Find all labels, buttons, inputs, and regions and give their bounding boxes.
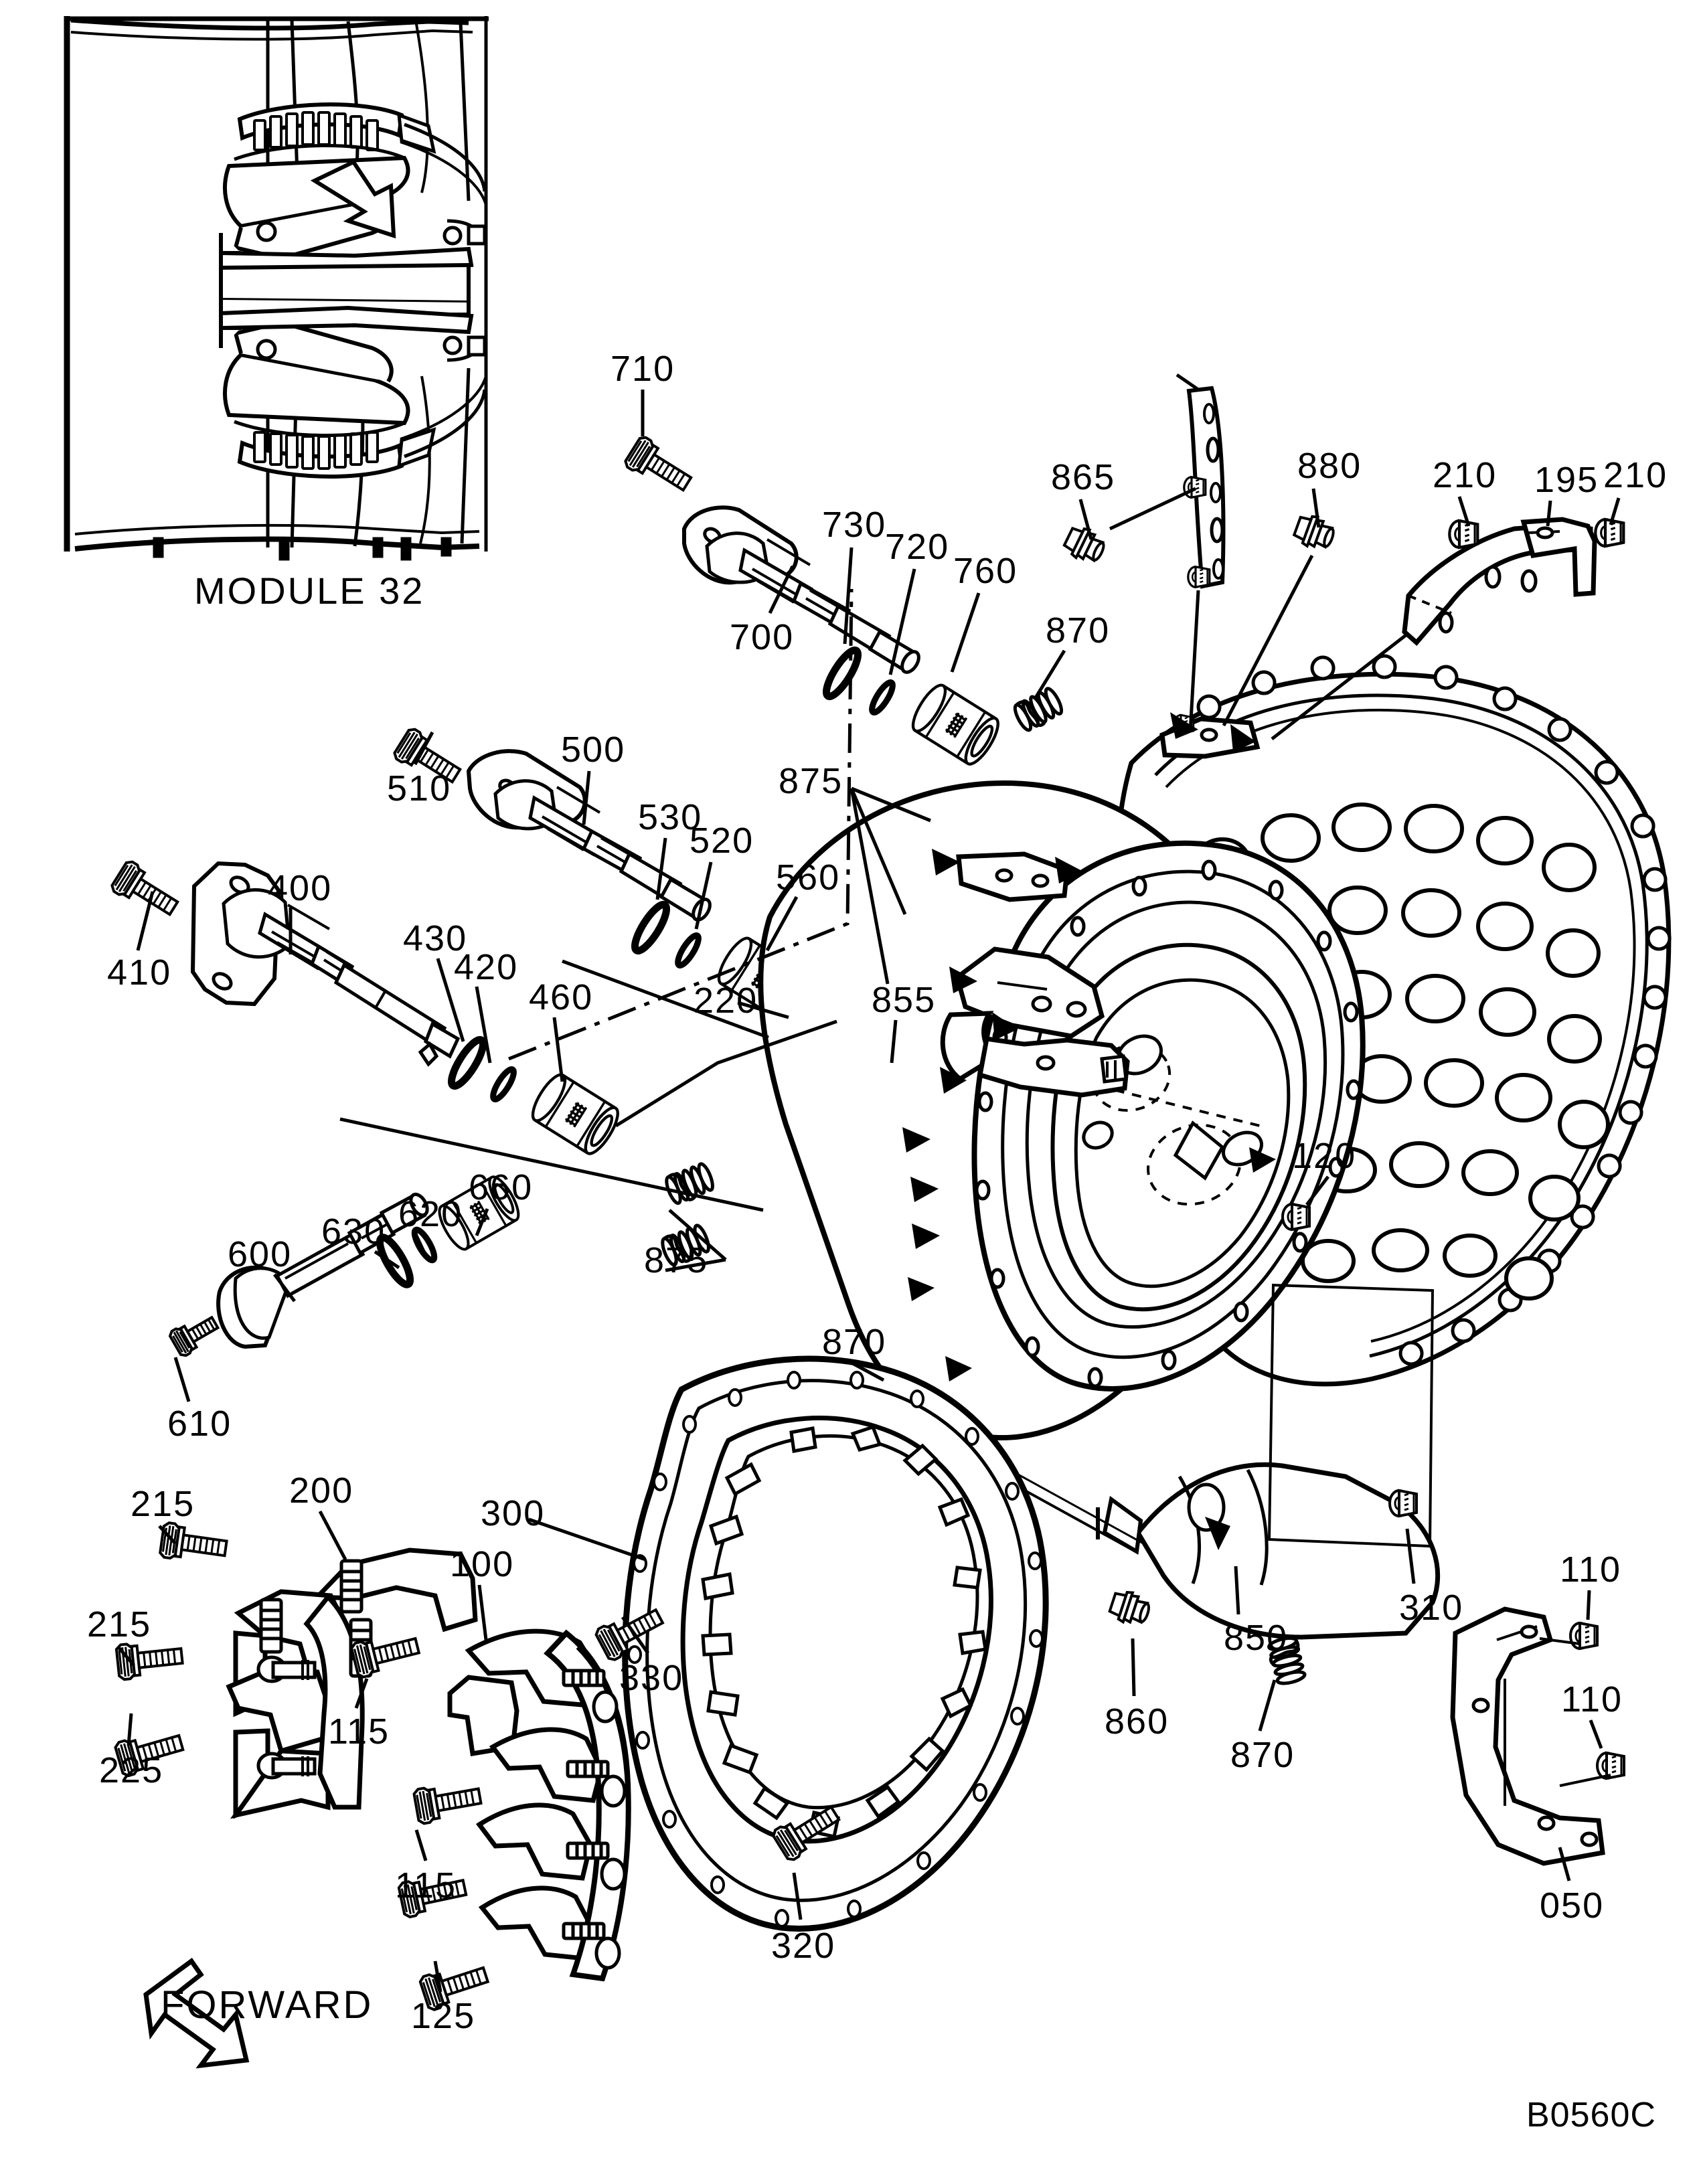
arrow-heads xyxy=(902,712,1276,1550)
forward-arrow-icon xyxy=(143,1958,250,2069)
callout-630: 630 xyxy=(321,1211,386,1252)
callout-460: 460 xyxy=(529,977,594,1017)
callout-855: 855 xyxy=(872,980,937,1020)
callout-320: 320 xyxy=(771,1926,836,1966)
callout-610: 610 xyxy=(167,1404,232,1444)
callout-560: 560 xyxy=(776,857,841,898)
callout-870-mid: 870 xyxy=(822,1322,887,1362)
callout-500: 500 xyxy=(561,730,626,770)
assembly-700 xyxy=(622,433,1003,768)
callout-300: 300 xyxy=(481,1493,546,1533)
callout-125: 125 xyxy=(411,1996,476,2036)
assembly-600 xyxy=(167,1173,524,1359)
callout-430: 430 xyxy=(403,918,468,958)
callout-200: 200 xyxy=(289,1471,354,1511)
forward-label: FORWARD xyxy=(161,1983,374,2027)
callout-700: 700 xyxy=(730,617,795,657)
callout-310: 310 xyxy=(1399,1588,1464,1628)
callout-215-lower: 215 xyxy=(87,1604,152,1645)
module-caption: MODULE 32 xyxy=(194,570,425,612)
callout-100: 100 xyxy=(450,1544,515,1584)
callout-210-upper-left: 210 xyxy=(1433,455,1498,495)
callout-520: 520 xyxy=(690,821,754,861)
callout-110-lower: 110 xyxy=(1561,1679,1623,1719)
callout-620: 620 xyxy=(398,1194,463,1234)
callout-530: 530 xyxy=(638,797,703,837)
assembly-500 xyxy=(391,725,809,1021)
assembly-400 xyxy=(108,857,623,1158)
callout-115-lower: 115 xyxy=(395,1865,457,1906)
callout-110-upper: 110 xyxy=(1560,1549,1622,1590)
callout-120: 120 xyxy=(1292,1136,1357,1176)
assembly-200 xyxy=(112,1521,478,1819)
leader-lines xyxy=(116,390,1621,1993)
callout-880: 880 xyxy=(1297,446,1362,486)
assembly-195-210 xyxy=(1402,517,1623,646)
callout-875-upper: 875 xyxy=(779,761,843,801)
callout-195: 195 xyxy=(1534,460,1599,500)
assembly-050-110 xyxy=(1450,1606,1625,1866)
gasket-300 xyxy=(594,1355,1049,1932)
module-32-inset xyxy=(64,16,489,561)
callout-225: 225 xyxy=(99,1750,164,1790)
callout-215-upper: 215 xyxy=(131,1484,195,1524)
callout-510: 510 xyxy=(387,768,452,809)
callout-860: 860 xyxy=(1105,1701,1169,1742)
callout-210-upper-right: 210 xyxy=(1603,455,1668,495)
drawing-number: B0560C xyxy=(1526,2096,1656,2134)
callout-330: 330 xyxy=(619,1658,684,1698)
callout-600: 600 xyxy=(228,1234,293,1274)
callout-870-lower: 870 xyxy=(1230,1735,1295,1775)
main-casing-housing xyxy=(758,654,1672,1640)
callout-720: 720 xyxy=(885,527,950,567)
callout-870-upper: 870 xyxy=(1046,610,1111,651)
assembly-865-880 xyxy=(1062,373,1339,589)
callout-875-lower: 875 xyxy=(644,1240,709,1280)
callout-710: 710 xyxy=(611,349,675,389)
callout-850: 850 xyxy=(1224,1618,1289,1658)
callout-420: 420 xyxy=(454,947,519,987)
callout-865: 865 xyxy=(1051,457,1116,497)
nipple-860 xyxy=(1106,1586,1154,1630)
callout-115-upper: 115 xyxy=(328,1711,390,1752)
assembly-100 xyxy=(349,1627,631,2013)
callout-760: 760 xyxy=(953,551,1018,591)
callout-400: 400 xyxy=(268,868,333,908)
callout-050: 050 xyxy=(1540,1885,1605,1926)
callout-730: 730 xyxy=(822,505,887,545)
callout-410: 410 xyxy=(107,952,172,993)
callout-660: 660 xyxy=(469,1167,534,1207)
callout-220: 220 xyxy=(694,981,758,1021)
